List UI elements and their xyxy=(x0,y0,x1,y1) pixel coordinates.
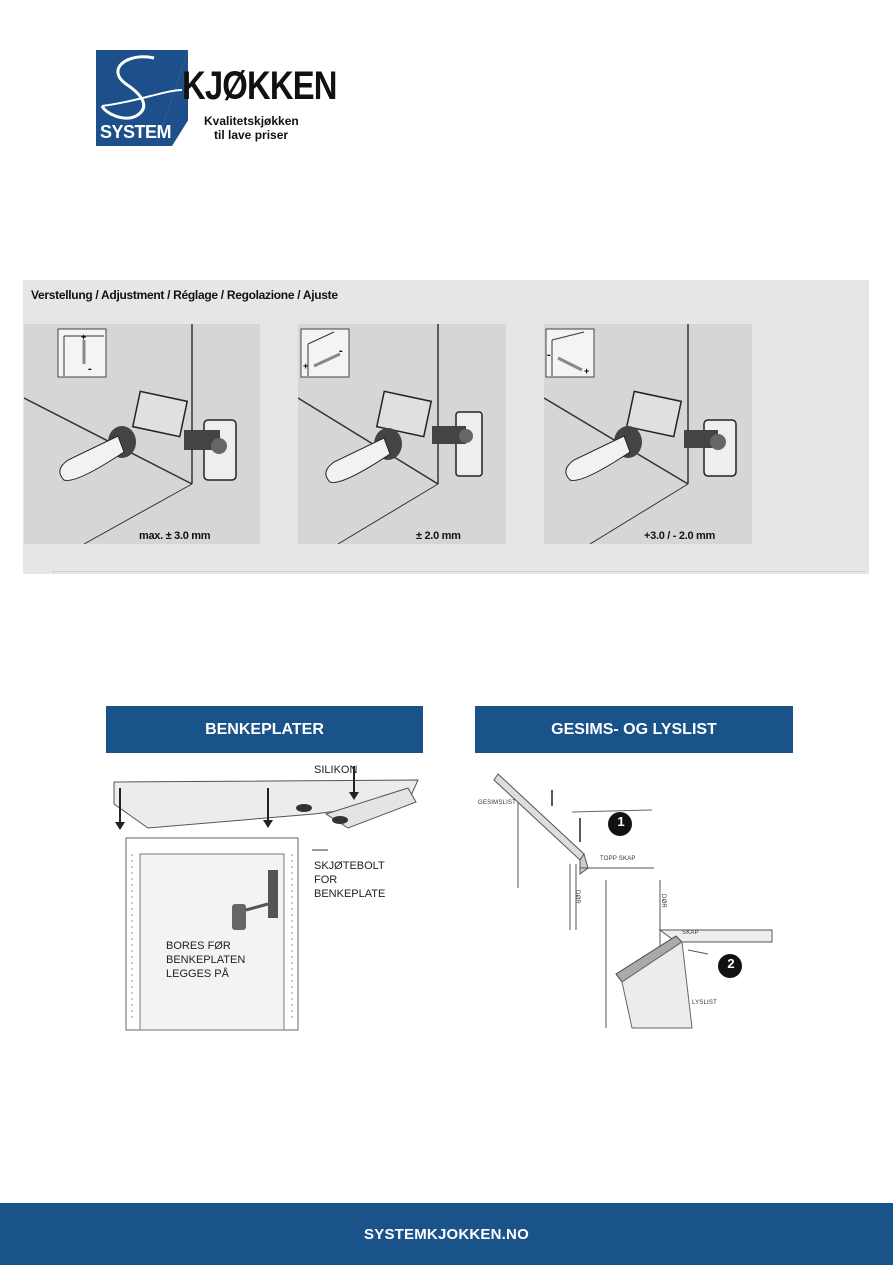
gesims-illustration: GESIMSLIST TOPP SKAP DØR DØR SKAP LYSLIS… xyxy=(476,760,786,1040)
gesims-header: GESIMS- OG LYSLIST xyxy=(475,706,793,753)
vertical-adjust-icon: + - xyxy=(24,324,237,544)
bolt-label-3: BENKEPLATE xyxy=(314,888,386,900)
hinge-adjustment-section: Verstellung / Adjustment / Réglage / Reg… xyxy=(23,280,869,574)
step-1-badge: 1 xyxy=(617,814,625,829)
skap-label: SKAP xyxy=(682,930,699,936)
drill-label-2: BENKEPLATEN xyxy=(166,954,246,966)
logo-mark xyxy=(96,50,196,146)
adjustment-caption-2: ± 2.0 mm xyxy=(416,530,461,542)
svg-text:+: + xyxy=(584,366,589,376)
logo-tagline-1: Kvalitetskjøkken xyxy=(204,114,299,128)
benkeplater-header: BENKEPLATER xyxy=(106,706,423,753)
bolt-label-1: SKJØTEBOLT xyxy=(314,860,385,872)
bolt-label-2: FOR xyxy=(314,874,338,886)
topp-skap-label: TOPP SKAP xyxy=(600,856,636,862)
logo-system-text: SYSTEM xyxy=(100,122,172,142)
adjustment-title: Verstellung / Adjustment / Réglage / Reg… xyxy=(31,288,338,302)
adjustment-caption-3: +3.0 / - 2.0 mm xyxy=(644,530,716,542)
silikon-label: SILIKON xyxy=(314,764,358,776)
step-2-badge: 2 xyxy=(727,956,735,971)
lyslist-label: LYSLIST xyxy=(692,1000,717,1006)
countertop-drawing xyxy=(113,766,419,1031)
adjustment-panel-vertical: + - max. ± 3.0 mm xyxy=(24,324,260,544)
adjustment-divider xyxy=(53,571,865,572)
cornice-drawing xyxy=(493,773,773,1029)
drill-label-1: BORES FØR xyxy=(166,940,231,952)
svg-text:-: - xyxy=(88,363,92,375)
depth-adjust-icon: + - xyxy=(298,324,483,544)
website-link[interactable]: SYSTEMKJOKKEN.NO xyxy=(364,1225,529,1243)
gesimslist-label: GESIMSLIST xyxy=(478,800,517,806)
company-logo: KJØKKEN SYSTEM Kvalitetskjøkken til lave… xyxy=(96,50,337,146)
logo-tagline-2: til lave priser xyxy=(214,128,289,142)
footer-bar: SYSTEMKJOKKEN.NO xyxy=(0,1203,893,1265)
logo-brand-text: KJØKKEN xyxy=(182,64,337,108)
benkeplater-illustration: SILIKON SKJØTEBOLT FOR BENKEPLATE BORES … xyxy=(108,758,420,1038)
dor-label-top: DØR xyxy=(573,890,580,904)
adjustment-caption-1: max. ± 3.0 mm xyxy=(139,530,211,542)
drill-label-3: LEGGES PÅ xyxy=(166,968,229,980)
svg-text:-: - xyxy=(547,349,551,361)
adjustment-panel-depth: + - ± 2.0 mm xyxy=(298,324,506,544)
svg-text:+: + xyxy=(303,361,308,371)
side-adjust-icon: - + xyxy=(544,324,737,544)
svg-text:+: + xyxy=(81,332,86,342)
dor-label-bottom: DØR xyxy=(659,894,666,908)
adjustment-panel-side: - + +3.0 / - 2.0 mm xyxy=(544,324,752,544)
svg-text:-: - xyxy=(339,345,343,357)
